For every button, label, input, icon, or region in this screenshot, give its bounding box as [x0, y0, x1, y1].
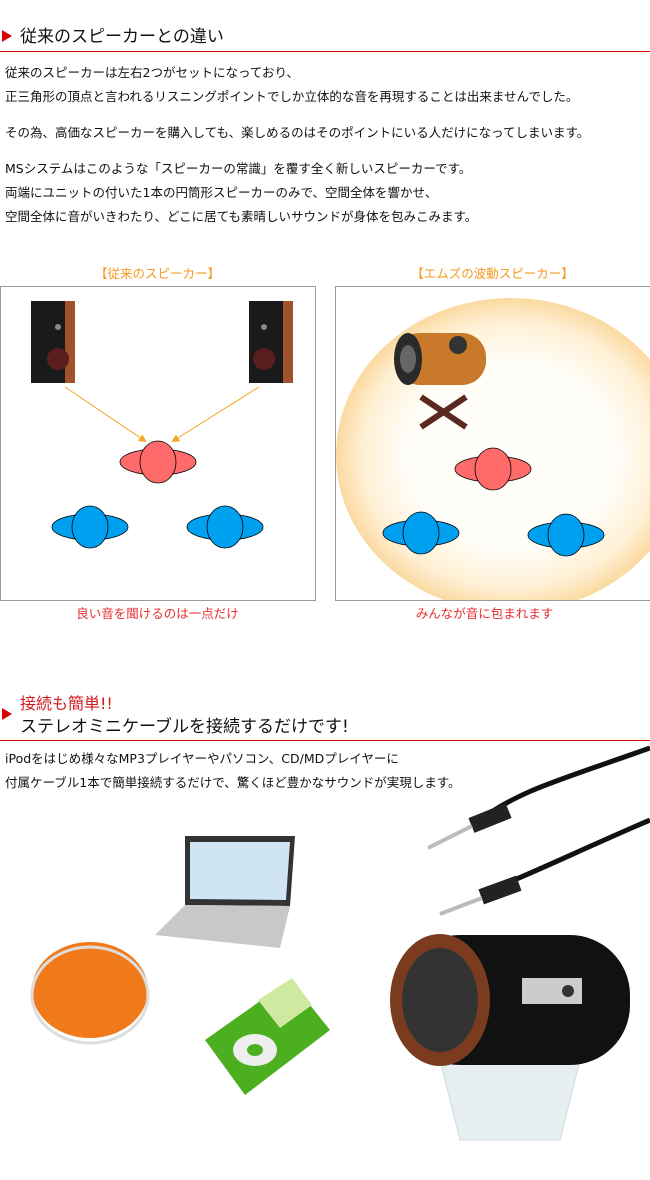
- section-title: 従来のスピーカーとの違い: [20, 27, 224, 47]
- ipod-image: [205, 978, 330, 1095]
- laptop-image: [155, 836, 295, 948]
- ms-speaker-black-image: [390, 934, 630, 1141]
- triangle-bullet-icon: [2, 30, 12, 42]
- paragraph: その為、高価なスピーカーを購入しても、楽しめるのはそのポイントにいる人だけになっ…: [5, 125, 590, 140]
- conventional-speaker-diagram: [0, 286, 316, 601]
- speaker-right-image: [249, 301, 293, 383]
- paragraph: 従来のスピーカーは左右2つがセットになっており、: [5, 65, 299, 80]
- speaker-left-image: [31, 301, 75, 383]
- listener-blue: [382, 511, 460, 555]
- paragraph: MSシステムはこのような「スピーカーの常識」を覆す全く新しいスピーカーです。: [5, 161, 472, 176]
- listener-center-red: [454, 447, 532, 491]
- listener-blue: [527, 513, 605, 557]
- ms-speaker-image: [394, 333, 486, 430]
- listener-blue: [186, 505, 264, 549]
- triangle-bullet-icon: [2, 708, 12, 720]
- sound-arrow-left: [64, 386, 147, 443]
- ms-speaker-diagram: [335, 286, 650, 601]
- section-heading-connection: 接続も簡単!! ステレオミニケーブルを接続するだけです!: [0, 688, 650, 741]
- section-subtitle: 接続も簡単!!: [20, 694, 113, 713]
- paragraph: 空間全体に音がいきわたり、どこに居ても素晴しいサウンドが身体を包みこみます。: [5, 209, 478, 224]
- conventional-speaker-label: 【従来のスピーカー】: [94, 266, 220, 281]
- conventional-caption: 良い音を聞けるのは一点だけ: [76, 606, 239, 621]
- product-images: [30, 745, 650, 1141]
- sound-arrow-right: [171, 386, 260, 443]
- cd-player-image: [30, 942, 150, 1045]
- paragraph: 付属ケーブル1本で簡単接続するだけで、驚くほど豊かなサウンドが実現します。: [5, 775, 461, 790]
- cable-plug: [468, 803, 512, 833]
- section-title: ステレオミニケーブルを接続するだけです!: [20, 717, 349, 737]
- paragraph: 正三角形の頂点と言われるリスニングポイントでしか立体的な音を再現することは出来ま…: [5, 89, 579, 104]
- paragraph: 両端にユニットの付いた1本の円筒形スピーカーのみで、空間全体を響かせ、: [5, 185, 438, 200]
- ms-caption: みんなが音に包まれます: [415, 606, 554, 621]
- listener-center-red: [119, 440, 197, 484]
- listener-blue: [51, 505, 129, 549]
- ms-speaker-label: 【エムズの波動スピーカー】: [411, 266, 574, 281]
- paragraph: iPodをはじめ様々なMP3プレイヤーやパソコン、CD/MDプレイヤーに: [5, 751, 399, 766]
- section-heading-difference: 従来のスピーカーとの違い: [0, 22, 650, 52]
- cable-plug: [478, 875, 522, 905]
